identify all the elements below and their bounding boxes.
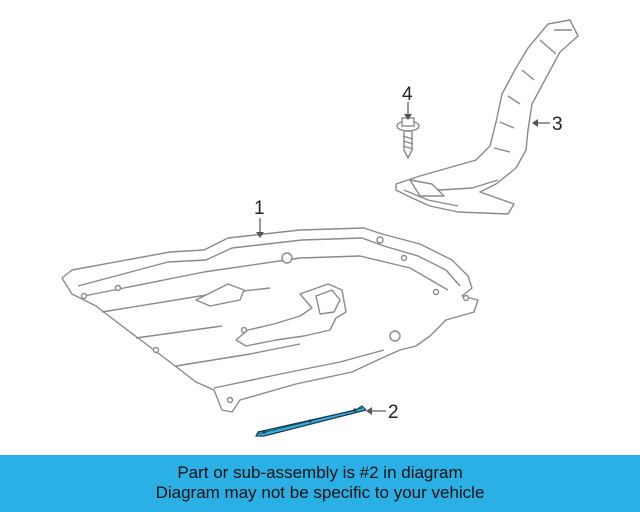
banner-line-2: Diagram may not be specific to your vehi… — [155, 483, 485, 502]
part-1-underbody-shield — [61, 227, 479, 413]
part-3-deflector — [395, 19, 579, 215]
callout-3: 3 — [552, 114, 563, 135]
info-banner: Part or sub-assembly is #2 in diagram Di… — [0, 455, 640, 512]
callout-2: 2 — [388, 402, 399, 423]
callout-1: 1 — [254, 198, 265, 219]
parts-diagram: 1 2 3 4 — [61, 19, 579, 437]
banner-line-1: Part or sub-assembly is #2 in diagram — [177, 463, 463, 482]
part-2-strip — [255, 405, 367, 437]
callout-4: 4 — [402, 84, 413, 105]
leader-lines — [256, 102, 550, 415]
part-4-screw — [396, 117, 420, 160]
